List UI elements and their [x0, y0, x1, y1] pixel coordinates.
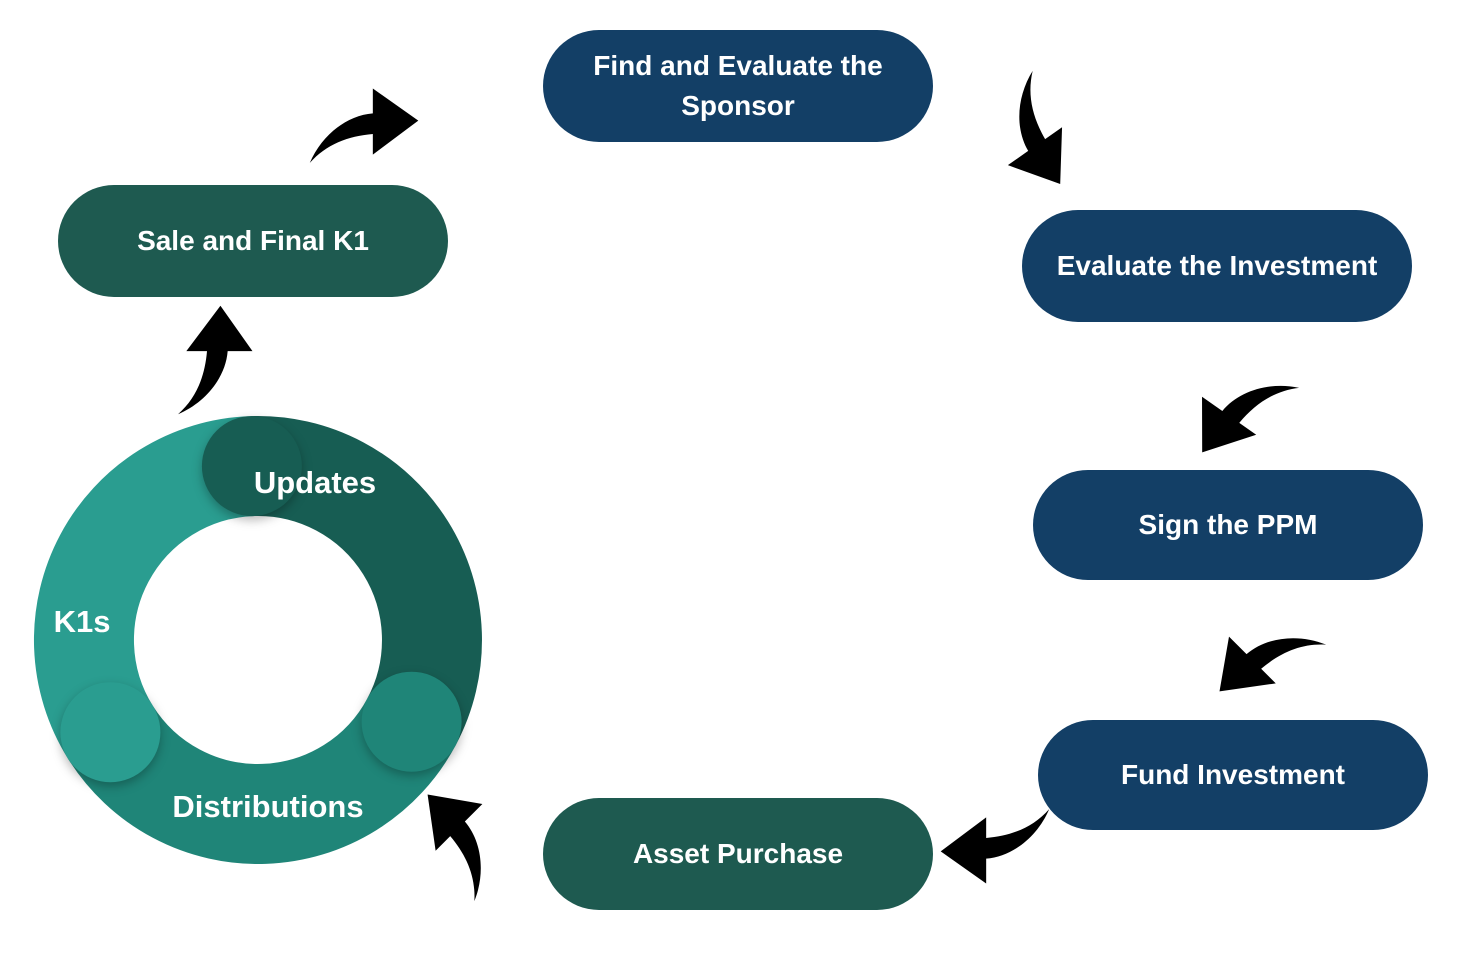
cycle-cap-distributions	[361, 671, 462, 772]
curved-arrow-icon-find-to-evaluate	[1007, 70, 1063, 185]
cycle-donut	[33, 416, 482, 864]
cycle-segment-distributions	[68, 697, 456, 864]
stage-label: Sign the PPM	[1138, 509, 1318, 540]
cycle-label-distributions: Distributions	[172, 789, 364, 824]
cycle-label-updates: Updates	[253, 465, 377, 500]
curved-arrow-icon-asset-to-cycle	[427, 794, 483, 902]
cycle-segment-k1s	[33, 416, 255, 759]
curved-arrow-icon-sale-to-find	[309, 88, 419, 163]
curved-arrow-icon-sign-to-fund	[1219, 636, 1327, 692]
stage-pill-sale-final-k1: Sale and Final K1	[58, 185, 448, 297]
cycle-cap-updates	[201, 416, 302, 517]
stage-label: Find and Evaluate the Sponsor	[593, 50, 883, 121]
curved-arrow-icon-evaluate-to-sign	[1202, 385, 1300, 453]
stage-label: Evaluate the Investment	[1056, 250, 1378, 281]
stage-pill-asset-purchase: Asset Purchase	[543, 798, 933, 910]
stage-pill-sign-ppm: Sign the PPM	[1033, 470, 1423, 580]
cycle-segment-updates	[250, 416, 482, 746]
curved-arrow-icon-cycle-to-sale	[178, 305, 253, 415]
stage-label: Asset Purchase	[632, 838, 844, 869]
cycle-label-k1s: K1s	[53, 604, 111, 639]
stage-pill-fund-investment: Fund Investment	[1038, 720, 1428, 830]
stage-pill-find-sponsor: Find and Evaluate the Sponsor	[543, 30, 933, 142]
stage-pill-evaluate-investment: Evaluate the Investment	[1022, 210, 1412, 322]
stage-label: Fund Investment	[1120, 759, 1345, 790]
curved-arrow-icon-fund-to-asset	[940, 809, 1050, 884]
stage-label: Sale and Final K1	[137, 225, 369, 256]
cycle-cap-k1s	[60, 682, 161, 783]
